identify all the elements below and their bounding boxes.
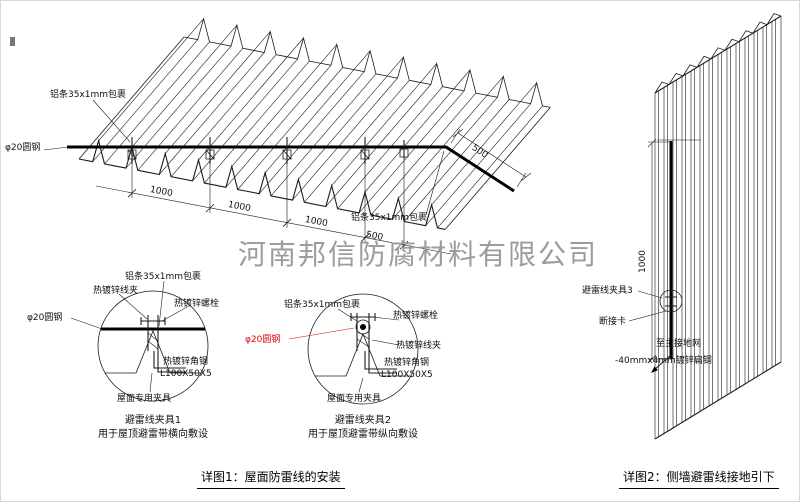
detail2-roof-fixture-label: 屋面专用夹具 bbox=[327, 394, 382, 404]
detail2-angle-steel bbox=[364, 351, 397, 374]
company-watermark: 河南邦信防腐材料有限公司 bbox=[238, 238, 599, 271]
detail1-title: 避雷线夹具1 bbox=[124, 415, 182, 426]
roof-left-edge bbox=[78, 36, 185, 160]
detail2-round-steel-label: φ20圆钢 bbox=[245, 335, 281, 345]
roof-dimension-line bbox=[95, 185, 452, 255]
detail1-bolt-label: 热镀锌螺栓 bbox=[174, 299, 220, 309]
wall-dimension bbox=[647, 138, 671, 364]
detail1-clamp bbox=[140, 315, 166, 351]
figure2-caption: 详图2：侧墙避雷线接地引下 bbox=[619, 468, 779, 489]
wall-clamp-detail-circle bbox=[659, 289, 683, 313]
wall-dim-1000: 1000 bbox=[638, 250, 648, 273]
detail2-angle-spec-label: L100X50X5 bbox=[381, 370, 433, 380]
detail2-alu-wrap-section bbox=[355, 319, 371, 335]
detail2-clamp-hatch bbox=[356, 330, 370, 348]
roof-dim-extension-lines bbox=[131, 153, 405, 250]
detail2-wire-section bbox=[360, 324, 366, 330]
detail1-angle-steel-label: 热镀锌角钢 bbox=[163, 357, 209, 367]
corner-mark bbox=[10, 37, 15, 46]
detail1-clamp-hatch bbox=[147, 332, 159, 350]
detail1-round-steel-label: φ20圆钢 bbox=[27, 313, 63, 323]
roof-right-edge bbox=[444, 107, 551, 230]
ground-arrowhead bbox=[651, 366, 658, 373]
detail1-roof-profile bbox=[105, 329, 201, 374]
figure1-caption: 详图1：屋面防雷线的安装 bbox=[197, 468, 345, 489]
detail2-clamp bbox=[350, 313, 376, 351]
detail2-drawing bbox=[288, 293, 419, 405]
roof-alu-strip-label-2: 铝条35x1mm包裹 bbox=[351, 213, 428, 223]
detail2-wire-clamp-label: 热镀锌线夹 bbox=[396, 341, 442, 351]
wall-disconnect-label: 断接卡 bbox=[599, 317, 627, 327]
wall-to-ground-label: 至主接地网 bbox=[656, 339, 702, 349]
roof-isometric-view bbox=[43, 17, 551, 255]
wall-elevation bbox=[628, 13, 782, 440]
roof-round-steel-label: φ20圆钢 bbox=[5, 143, 41, 153]
wall-flat-steel-label: -40mmx4mm镀锌扁钢 bbox=[615, 356, 712, 366]
wall-clamp3-label: 避雷线夹具3 bbox=[582, 286, 633, 296]
detail1-drawing bbox=[70, 280, 209, 402]
detail2-bolt-label: 热镀锌螺栓 bbox=[393, 311, 439, 321]
detail1-alu-strip-label: 铝条35x1mm包裹 bbox=[125, 272, 202, 282]
roof-side-dim bbox=[450, 128, 532, 188]
wall-clamp-marks bbox=[665, 296, 677, 307]
wall-ground-lead bbox=[653, 354, 672, 371]
roof-leader-lines bbox=[43, 99, 445, 216]
detail1-angle-spec-label: L100X50X5 bbox=[160, 369, 212, 379]
wall-corrugation-pair-lines bbox=[658, 19, 776, 437]
detail2-circle bbox=[307, 293, 419, 405]
detail2-leaders bbox=[337, 308, 400, 393]
wall-top-sawtooth bbox=[654, 13, 782, 94]
roof-back-profile bbox=[183, 17, 551, 108]
detail2-alu-strip-label: 铝条35x1mm包裹 bbox=[284, 300, 361, 310]
detail1-subtitle: 用于屋顶避雷带横向敷设 bbox=[98, 429, 208, 440]
lightning-wire bbox=[67, 145, 515, 193]
detail1-roof-fixture-label: 屋面专用夹具 bbox=[117, 394, 172, 404]
roof-dimension-ticks bbox=[127, 188, 409, 250]
detail2-red-leader bbox=[288, 327, 355, 340]
detail1-angle-steel bbox=[153, 351, 186, 373]
detail2-title: 避雷线夹具2 bbox=[334, 415, 392, 426]
detail1-circle bbox=[97, 290, 209, 402]
wall-corrugation-lines bbox=[654, 16, 782, 439]
detail2-angle-steel-label: 热镀锌角钢 bbox=[384, 358, 430, 368]
roof-alu-strip-label: 铝条35x1mm包裹 bbox=[50, 90, 127, 100]
roof-ridge-lines bbox=[98, 18, 537, 205]
wall-leaders bbox=[628, 290, 667, 322]
detail2-subtitle: 用于屋顶避雷带纵向敷设 bbox=[308, 429, 418, 440]
detail1-leaders bbox=[70, 280, 188, 393]
detail1-wire-clamp-label: 热镀锌线夹 bbox=[93, 286, 139, 296]
